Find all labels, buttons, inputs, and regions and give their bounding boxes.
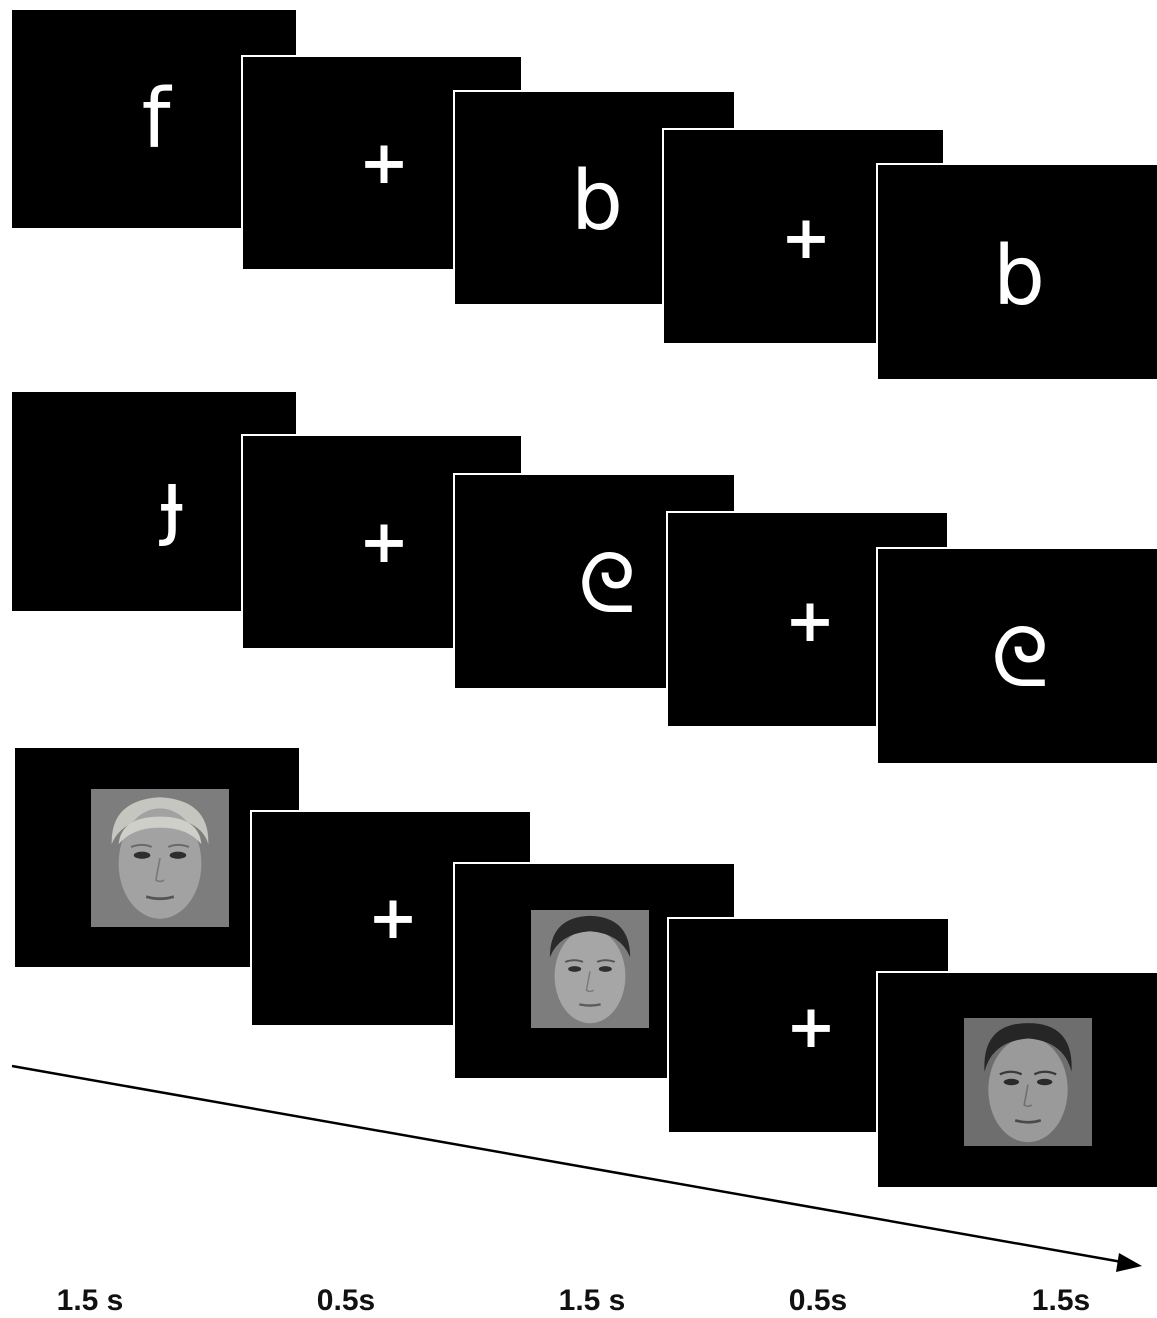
duration-label: 1.5 s <box>558 1284 626 1317</box>
duration-label: 0.5s <box>788 1284 848 1317</box>
time-arrow-line <box>11 1064 1123 1264</box>
face-image <box>91 789 229 927</box>
fixation-cross: + <box>780 203 832 273</box>
face-image <box>531 910 649 1028</box>
fixation-cross: + <box>358 507 410 577</box>
duration-label: 1.5 s <box>56 1284 124 1317</box>
symbol-stimulus: ᘓ <box>991 611 1049 706</box>
time-arrow-head <box>1116 1253 1142 1272</box>
stimulus-screen-symbol-repeat: ᘓ <box>876 547 1157 765</box>
face-image <box>964 1018 1092 1146</box>
face-photo-man-2 <box>964 1018 1092 1146</box>
letter-stimulus: b <box>570 154 624 249</box>
face-photo-woman <box>91 789 229 927</box>
duration-label: 0.5s <box>316 1284 376 1317</box>
face-photo-man <box>531 910 649 1028</box>
fixation-cross: + <box>358 128 410 198</box>
stimulus-screen-face-man-2 <box>876 971 1157 1189</box>
duration-label: 1.5s <box>1031 1284 1091 1317</box>
letter-stimulus: f <box>141 72 171 167</box>
symbol-stimulus: ɟ <box>160 454 184 549</box>
fixation-cross: + <box>785 992 837 1062</box>
fixation-cross: + <box>784 586 836 656</box>
letter-stimulus: b <box>992 229 1046 324</box>
stimulus-screen-letter-b-repeat: b <box>876 163 1157 381</box>
symbol-stimulus: ᘓ <box>578 537 636 632</box>
fixation-cross: + <box>367 883 419 953</box>
